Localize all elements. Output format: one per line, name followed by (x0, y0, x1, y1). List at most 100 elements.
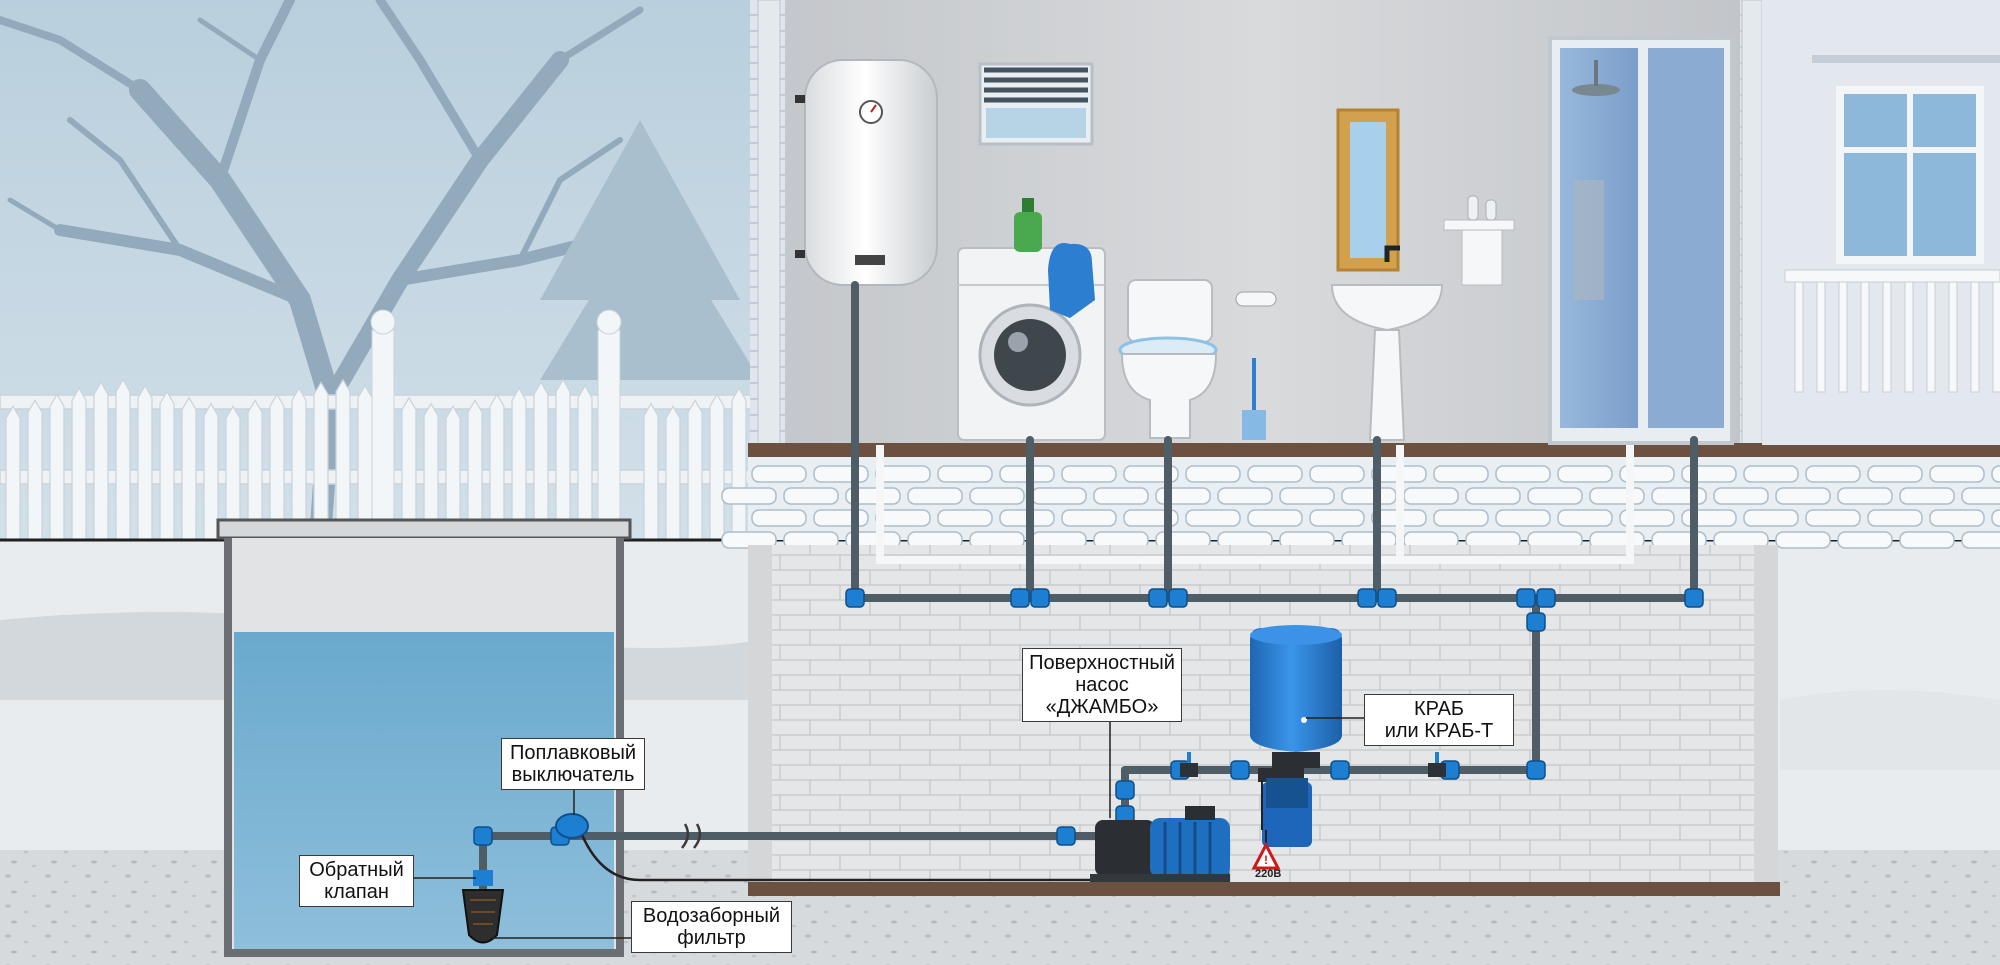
railing-baluster (1970, 281, 1980, 393)
foundation-stone (1899, 487, 1955, 505)
porch-railing (1794, 281, 2000, 393)
pressure-switch-unit (1258, 768, 1312, 847)
callout-float-switch: Поплавковый выключатель (501, 738, 645, 790)
foundation-stone (1247, 465, 1303, 483)
svg-text:!: ! (1264, 853, 1268, 867)
foundation-stone (1341, 487, 1397, 505)
fence-picket (357, 384, 373, 541)
railing-baluster (1882, 281, 1892, 393)
railing-baluster (1794, 281, 1804, 393)
toilet-brush (1242, 358, 1266, 440)
fence-picket (71, 387, 87, 541)
fence-posts (370, 309, 622, 541)
fence-picket (511, 387, 527, 541)
foundation-stone (1247, 509, 1303, 527)
toilet (1118, 279, 1218, 439)
foundation-stone (1589, 487, 1645, 505)
pipe-fitting (1377, 588, 1397, 608)
foundation-stone (1805, 465, 1861, 483)
fence-picket (709, 393, 725, 541)
pipe-fitting (1684, 588, 1704, 608)
railing-baluster (1816, 281, 1826, 393)
pine-tree (540, 120, 760, 380)
foundation-stone (1495, 509, 1551, 527)
bare-tree (0, 0, 646, 551)
foundation-stone (1217, 487, 1273, 505)
fence-picket (49, 393, 65, 541)
railing-baluster (1838, 281, 1848, 393)
pipe-fitting (1168, 588, 1188, 608)
railing-baluster (1904, 281, 1914, 393)
pipe-fitting (1536, 588, 1556, 608)
fence-picket (533, 381, 549, 541)
washing-machine (957, 198, 1106, 441)
fence-picket (555, 378, 571, 541)
foundation-stone (783, 487, 839, 505)
foundation-stone (1991, 509, 2000, 527)
foundation-stone (1775, 487, 1831, 505)
foundation-stone (875, 509, 931, 527)
foundation-stone (813, 465, 869, 483)
foundation-stone (721, 487, 777, 505)
towel (1048, 243, 1095, 318)
toilet-paper-holder (1235, 291, 1277, 307)
foundation-stone (1279, 487, 1335, 505)
fence-picket (137, 384, 153, 541)
pipe-fitting (1330, 760, 1350, 780)
foundation-stone (1991, 465, 2000, 483)
water-heater (795, 59, 938, 286)
foundation-stone (1929, 509, 1985, 527)
shower-cabin (1548, 36, 1734, 445)
pipe-fitting (1115, 780, 1135, 800)
check-valve-label-line1: Обратный (309, 859, 404, 881)
foundation-stone (1867, 509, 1923, 527)
railing-baluster (1992, 281, 2000, 393)
foundation-stone (875, 465, 931, 483)
pipe-fitting (1357, 588, 1377, 608)
pipe-fitting (1030, 588, 1050, 608)
foundation-stone (1309, 465, 1365, 483)
pipe-fitting (473, 826, 493, 846)
foundation-stone (937, 465, 993, 483)
check-valve-label-line2: клапан (324, 881, 389, 903)
surface-pump (1090, 806, 1230, 882)
bathroom-shelf (1443, 195, 1515, 286)
fence-picket (203, 402, 219, 541)
fence-picket (643, 402, 659, 541)
foundation-stone (1743, 509, 1799, 527)
fence-picket (115, 378, 131, 541)
ball-valves (1180, 752, 1446, 777)
fence-picket (489, 393, 505, 541)
pipe-fittings (473, 588, 1704, 846)
drain-pipes (876, 445, 1634, 564)
fence-pickets (5, 378, 747, 541)
foundation-stone (751, 465, 807, 483)
pipe-fitting (1010, 588, 1030, 608)
hydraulic-accumulator (1250, 625, 1342, 768)
fence-picket (181, 396, 197, 541)
foundation-stone (1309, 509, 1365, 527)
foundation-stone (969, 487, 1025, 505)
voltage-label: 220В (1255, 868, 1282, 880)
foundation-stone (1061, 509, 1117, 527)
fence-picket (687, 399, 703, 541)
foundation-stone (1867, 465, 1923, 483)
foundation-stone (1527, 487, 1583, 505)
fence-picket (313, 381, 329, 541)
foundation-stone (1185, 509, 1241, 527)
pipe-fitting (1056, 826, 1076, 846)
foundation-stone (1495, 465, 1551, 483)
float-switch-label-line1: Поплавковый (509, 742, 636, 764)
pipe-fitting (1526, 612, 1546, 632)
fence-picket (577, 384, 593, 541)
foundation-stone (1403, 487, 1459, 505)
check-valve (473, 870, 493, 886)
foundation-stone (1433, 509, 1489, 527)
pump-label-line1: Поверхностный (1029, 652, 1175, 674)
well-water (234, 632, 614, 950)
foundation-stone (1557, 509, 1613, 527)
foundation-stone (845, 487, 901, 505)
foundation-stone (1713, 487, 1769, 505)
foundation-stone (1465, 487, 1521, 505)
